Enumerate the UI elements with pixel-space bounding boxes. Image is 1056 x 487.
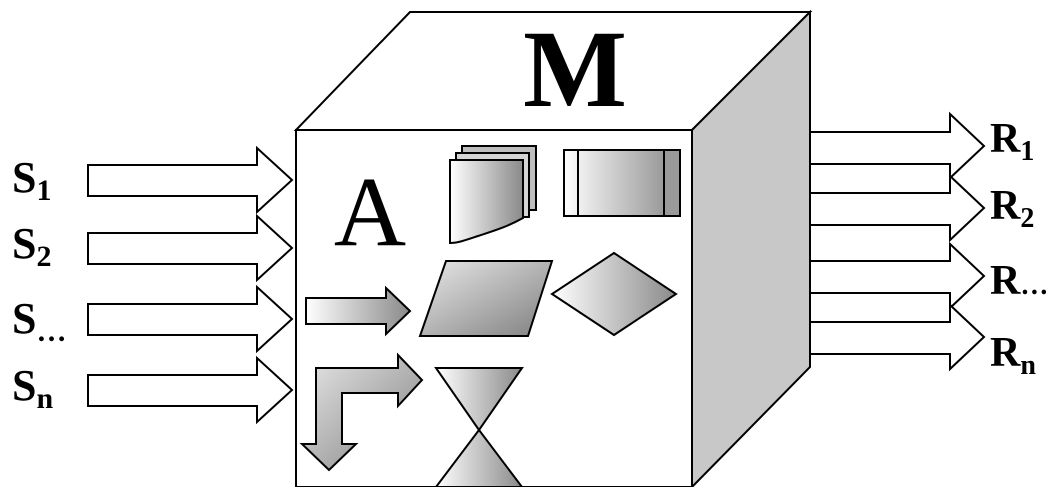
input-arrow-3 [87, 284, 294, 354]
parallelogram-data-icon [418, 260, 554, 337]
input-labels: S1 S2 S… Sn [12, 153, 66, 415]
output-arrows [809, 111, 986, 372]
hourglass-icon [434, 367, 524, 487]
box-label: M [523, 8, 627, 130]
input-label-3-sub: … [36, 315, 66, 348]
input-label-2-base: S [12, 219, 36, 268]
output-label-4-sub: n [1020, 350, 1036, 381]
output-arrow-4 [809, 302, 986, 372]
output-label-2-sub: 2 [1020, 203, 1034, 234]
input-label-1-sub: 1 [36, 174, 51, 207]
input-label-1-base: S [12, 153, 36, 202]
input-label-4-sub: n [36, 382, 53, 415]
input-arrow-2 [87, 213, 294, 283]
input-arrows [87, 145, 294, 425]
output-label-3-sub: … [1020, 270, 1048, 301]
input-label-3: S… [12, 294, 66, 348]
bent-arrow-icon [299, 352, 424, 472]
output-label-1: R1 [990, 116, 1034, 167]
output-label-1-sub: 1 [1020, 136, 1034, 167]
inner-label: A [334, 156, 406, 267]
stacked-documents-icon [449, 145, 537, 245]
input-label-1: S1 [12, 153, 51, 207]
input-label-3-base: S [12, 294, 36, 343]
output-label-1-base: R [990, 116, 1021, 162]
decision-diamond-icon [550, 251, 678, 337]
input-label-2: S2 [12, 219, 51, 273]
output-label-4: Rn [990, 330, 1036, 381]
input-label-2-sub: 2 [36, 240, 51, 273]
output-label-3: R… [990, 258, 1048, 304]
output-arrow-1 [809, 111, 986, 181]
output-labels: R1 R2 R… Rn [990, 116, 1048, 381]
input-label-4-base: S [12, 361, 36, 410]
input-arrow-1 [87, 145, 294, 215]
output-label-4-base: R [990, 330, 1021, 376]
input-arrow-4 [87, 355, 294, 425]
predefined-process-icon [563, 149, 681, 217]
output-arrow-3 [809, 241, 986, 311]
output-arrow-2 [809, 173, 986, 243]
arrow-right-icon [305, 285, 412, 337]
output-label-2: R2 [990, 183, 1034, 234]
output-label-3-base: R [990, 258, 1021, 304]
output-label-2-base: R [990, 183, 1021, 229]
input-label-4: Sn [12, 361, 53, 415]
